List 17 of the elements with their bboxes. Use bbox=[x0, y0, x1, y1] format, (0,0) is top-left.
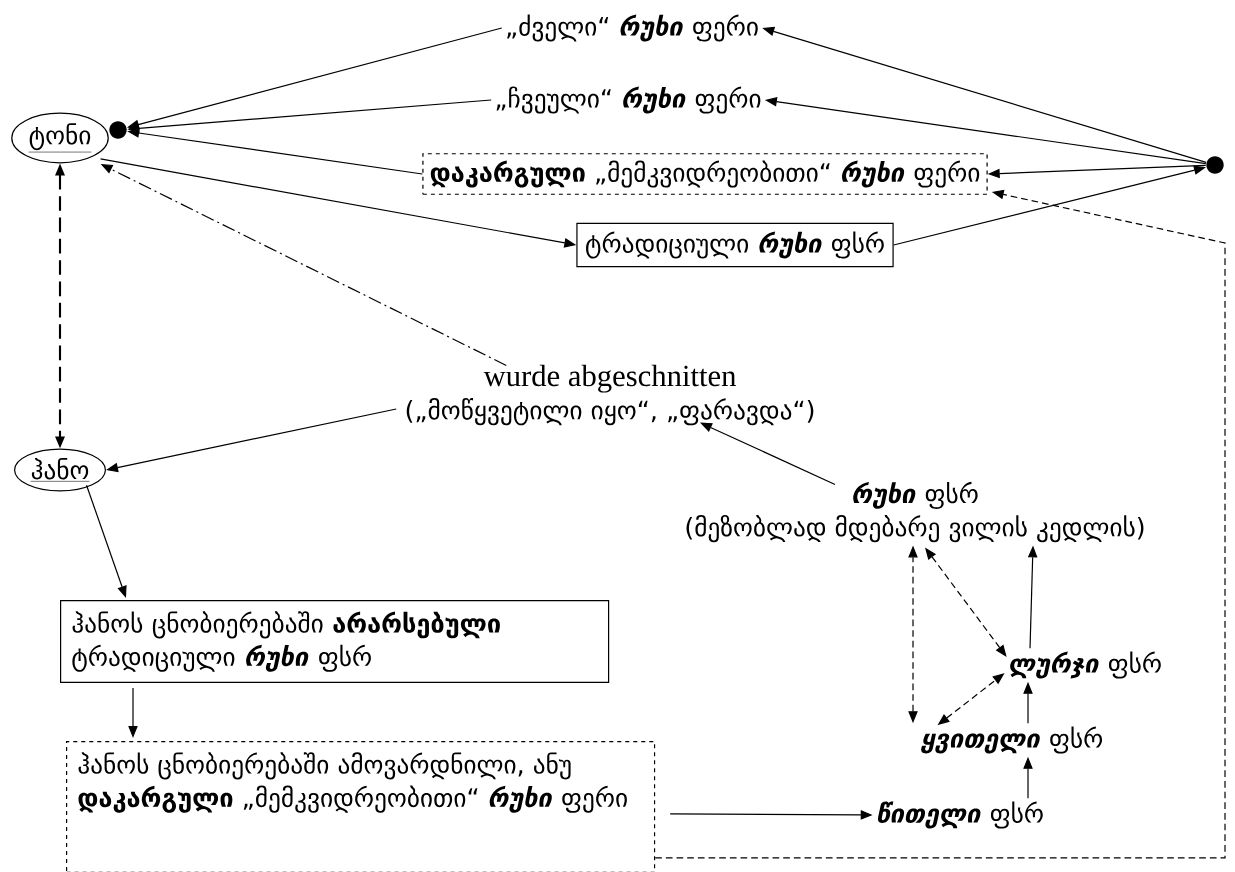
oval-label: ტონი bbox=[11, 112, 109, 164]
text-label: წითელი ფსრ bbox=[878, 801, 1043, 829]
text-label: ყვითელი ფსრ bbox=[921, 726, 1103, 754]
oval-label: ჰანო bbox=[14, 448, 106, 492]
text-label: რუხი ფსრ (მეზობლად მდებარე ვილის კედლის) bbox=[686, 481, 1144, 543]
arrow bbox=[127, 27, 503, 130]
dashed-box: დაკარგული „მემკვიდრეობითი“ რუხი ფერი bbox=[422, 153, 988, 195]
text-box: ჰანოს ცნობიერებაში არარსებული ტრადიციული რუხი ფსრ bbox=[60, 600, 610, 684]
dashed-arrow bbox=[654, 189, 1226, 859]
text-box: ტრადიციული რუხი ფსრ bbox=[576, 222, 894, 268]
text-label: wurde abgeschnitten („მოწყვეტილი იყო“, „ფარავდა“) bbox=[406, 364, 814, 426]
dashed-box: ჰანოს ცნობიერებაში ამოვარდნილი, ანუ დაკარგული „მემკვიდრეობითი“ რუხი ფერი bbox=[66, 741, 656, 872]
text-label: ლურჯი ფსრ bbox=[1010, 651, 1161, 679]
text-label: „ძველი“ რუხი ფერი bbox=[507, 14, 758, 42]
arrow bbox=[700, 422, 836, 486]
text-label: „ჩვეული“ რუხი ფერი bbox=[496, 86, 761, 114]
arrow bbox=[85, 484, 127, 598]
